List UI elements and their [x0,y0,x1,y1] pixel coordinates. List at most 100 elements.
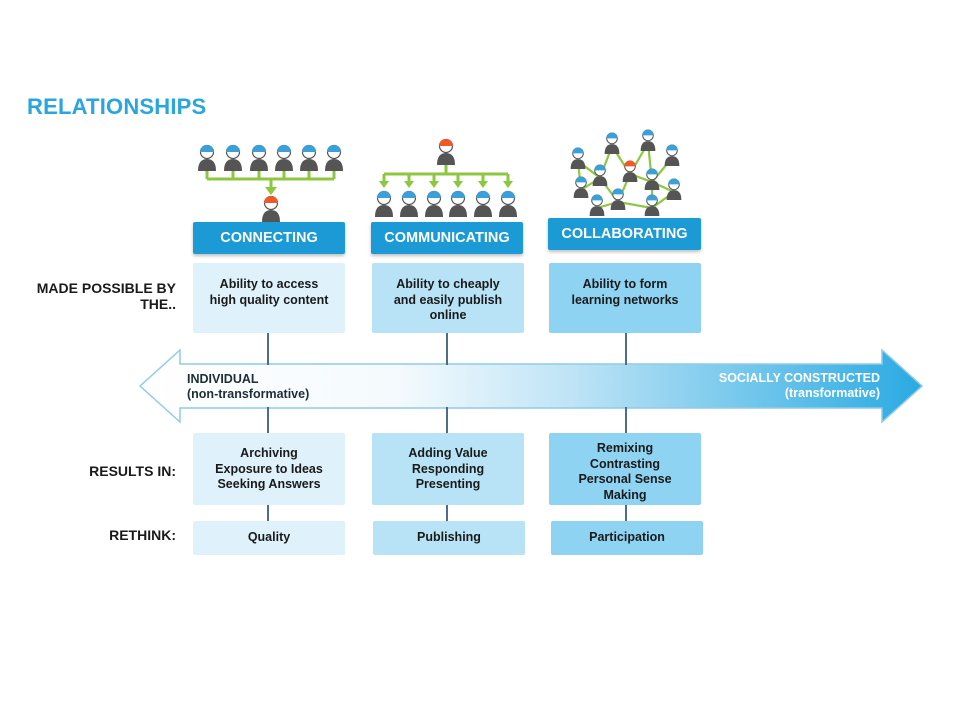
rethink-participation: Participation [551,521,703,555]
person-hair [402,191,416,198]
row-label-made-possible-line-1: MADE POSSIBLE BY [36,280,176,296]
person-hair [377,191,391,198]
person-hair [642,129,654,136]
arrow-left-subtitle: (non-transformative) [187,387,310,401]
person-body [644,206,660,216]
green-arrowhead [404,181,414,188]
person-icon [610,188,626,210]
person-icon [570,147,586,169]
person-body [499,205,517,217]
person-icon [198,144,216,171]
green-arrowhead [478,181,488,188]
person-hair [252,145,266,152]
results-connecting: Archiving Exposure to Ideas Seeking Answ… [193,433,345,505]
rethink-quality: Quality [193,521,345,555]
rethink-publishing: Publishing [373,521,525,555]
person-body [375,205,393,217]
person-hair [646,168,658,175]
column-connector-lower [267,407,269,433]
person-hair [439,139,453,146]
person-body [437,153,455,165]
person-body [300,159,318,171]
spectrum-arrow [138,348,924,424]
person-icon [644,194,660,216]
results-connecting-line: Seeking Answers [217,477,321,491]
person-body [640,141,656,151]
connector-lines [267,333,627,521]
person-hair [572,147,584,154]
person-hair [668,178,680,185]
column-connector-lower [446,407,448,433]
person-icon [300,144,318,171]
page-title: RELATIONSHIPS [27,94,207,119]
row-label-made-possible: MADE POSSIBLE BY THE.. [20,280,176,312]
made-possible-communicating-line: Ability to cheaply [396,277,500,291]
person-icon [425,190,443,217]
row-label-results-in: RESULTS IN: [89,463,176,479]
highlighted-person-icon [262,195,280,222]
person-hair [427,191,441,198]
column-connector-bottom [267,505,269,521]
results-communicating-line: Responding [411,461,485,476]
arrow-right-subtitle: (transformative) [784,386,880,400]
person-hair [666,144,678,151]
person-hair [646,194,658,201]
person-icon [644,168,660,190]
made-possible-collaborating-line: Ability to form [582,277,668,291]
arrow-left-label: INDIVIDUAL (non-transformative) [187,372,309,402]
results-collaborating-line: Remixing [596,441,654,455]
person-icon [474,190,492,217]
person-hair [606,132,618,139]
person-body [610,200,626,210]
person-hair [591,194,603,201]
column-connector-upper [267,333,269,365]
person-body [224,159,242,171]
made-possible-communicating-line: and easily publish [393,292,503,307]
highlighted-person-icon [437,138,455,165]
person-body [644,180,660,190]
green-arrowhead [429,181,439,188]
results-communicating: Adding Value Responding Presenting [372,433,524,505]
results-connecting-line: Archiving [240,446,298,460]
results-collaborating: Remixing Contrasting Personal Sense Maki… [549,433,701,505]
person-icon [400,190,418,217]
person-body [262,210,280,222]
person-body [573,188,589,198]
results-collaborating-line: Making [603,487,647,502]
person-icon [325,144,343,171]
results-communicating-line: Presenting [415,477,481,491]
person-hair [476,191,490,198]
header-communicating: COMMUNICATING [371,222,523,254]
person-icon [589,194,605,216]
made-possible-communicating-line: online [429,308,467,322]
results-collaborating-line: Contrasting [589,456,661,471]
made-possible-connecting-line: high quality content [209,292,329,307]
person-icon [604,132,620,154]
person-body [325,159,343,171]
made-possible-collaborating-line: learning networks [571,292,679,307]
column-connector-upper [625,333,627,365]
person-body [570,159,586,169]
person-hair [327,145,341,152]
green-arrowhead [379,181,389,188]
made-possible-communicating: Ability to cheaply and easily publish on… [372,263,524,333]
green-arrowhead [453,181,463,188]
spectrum-arrow-shape [138,348,924,424]
person-body [622,172,638,182]
person-icon [664,144,680,166]
person-body [198,159,216,171]
people-illustrations [198,129,682,222]
person-icon [250,144,268,171]
column-connector-lower [625,407,627,433]
green-arrowhead [265,187,277,195]
column-connector-upper [446,333,448,365]
person-body [425,205,443,217]
header-collaborating: COLLABORATING [548,218,701,250]
made-possible-connecting-line: Ability to access [219,277,319,291]
person-icon [275,144,293,171]
header-connecting: CONNECTING [193,222,345,254]
person-body [400,205,418,217]
person-body [592,176,608,186]
person-hair [277,145,291,152]
